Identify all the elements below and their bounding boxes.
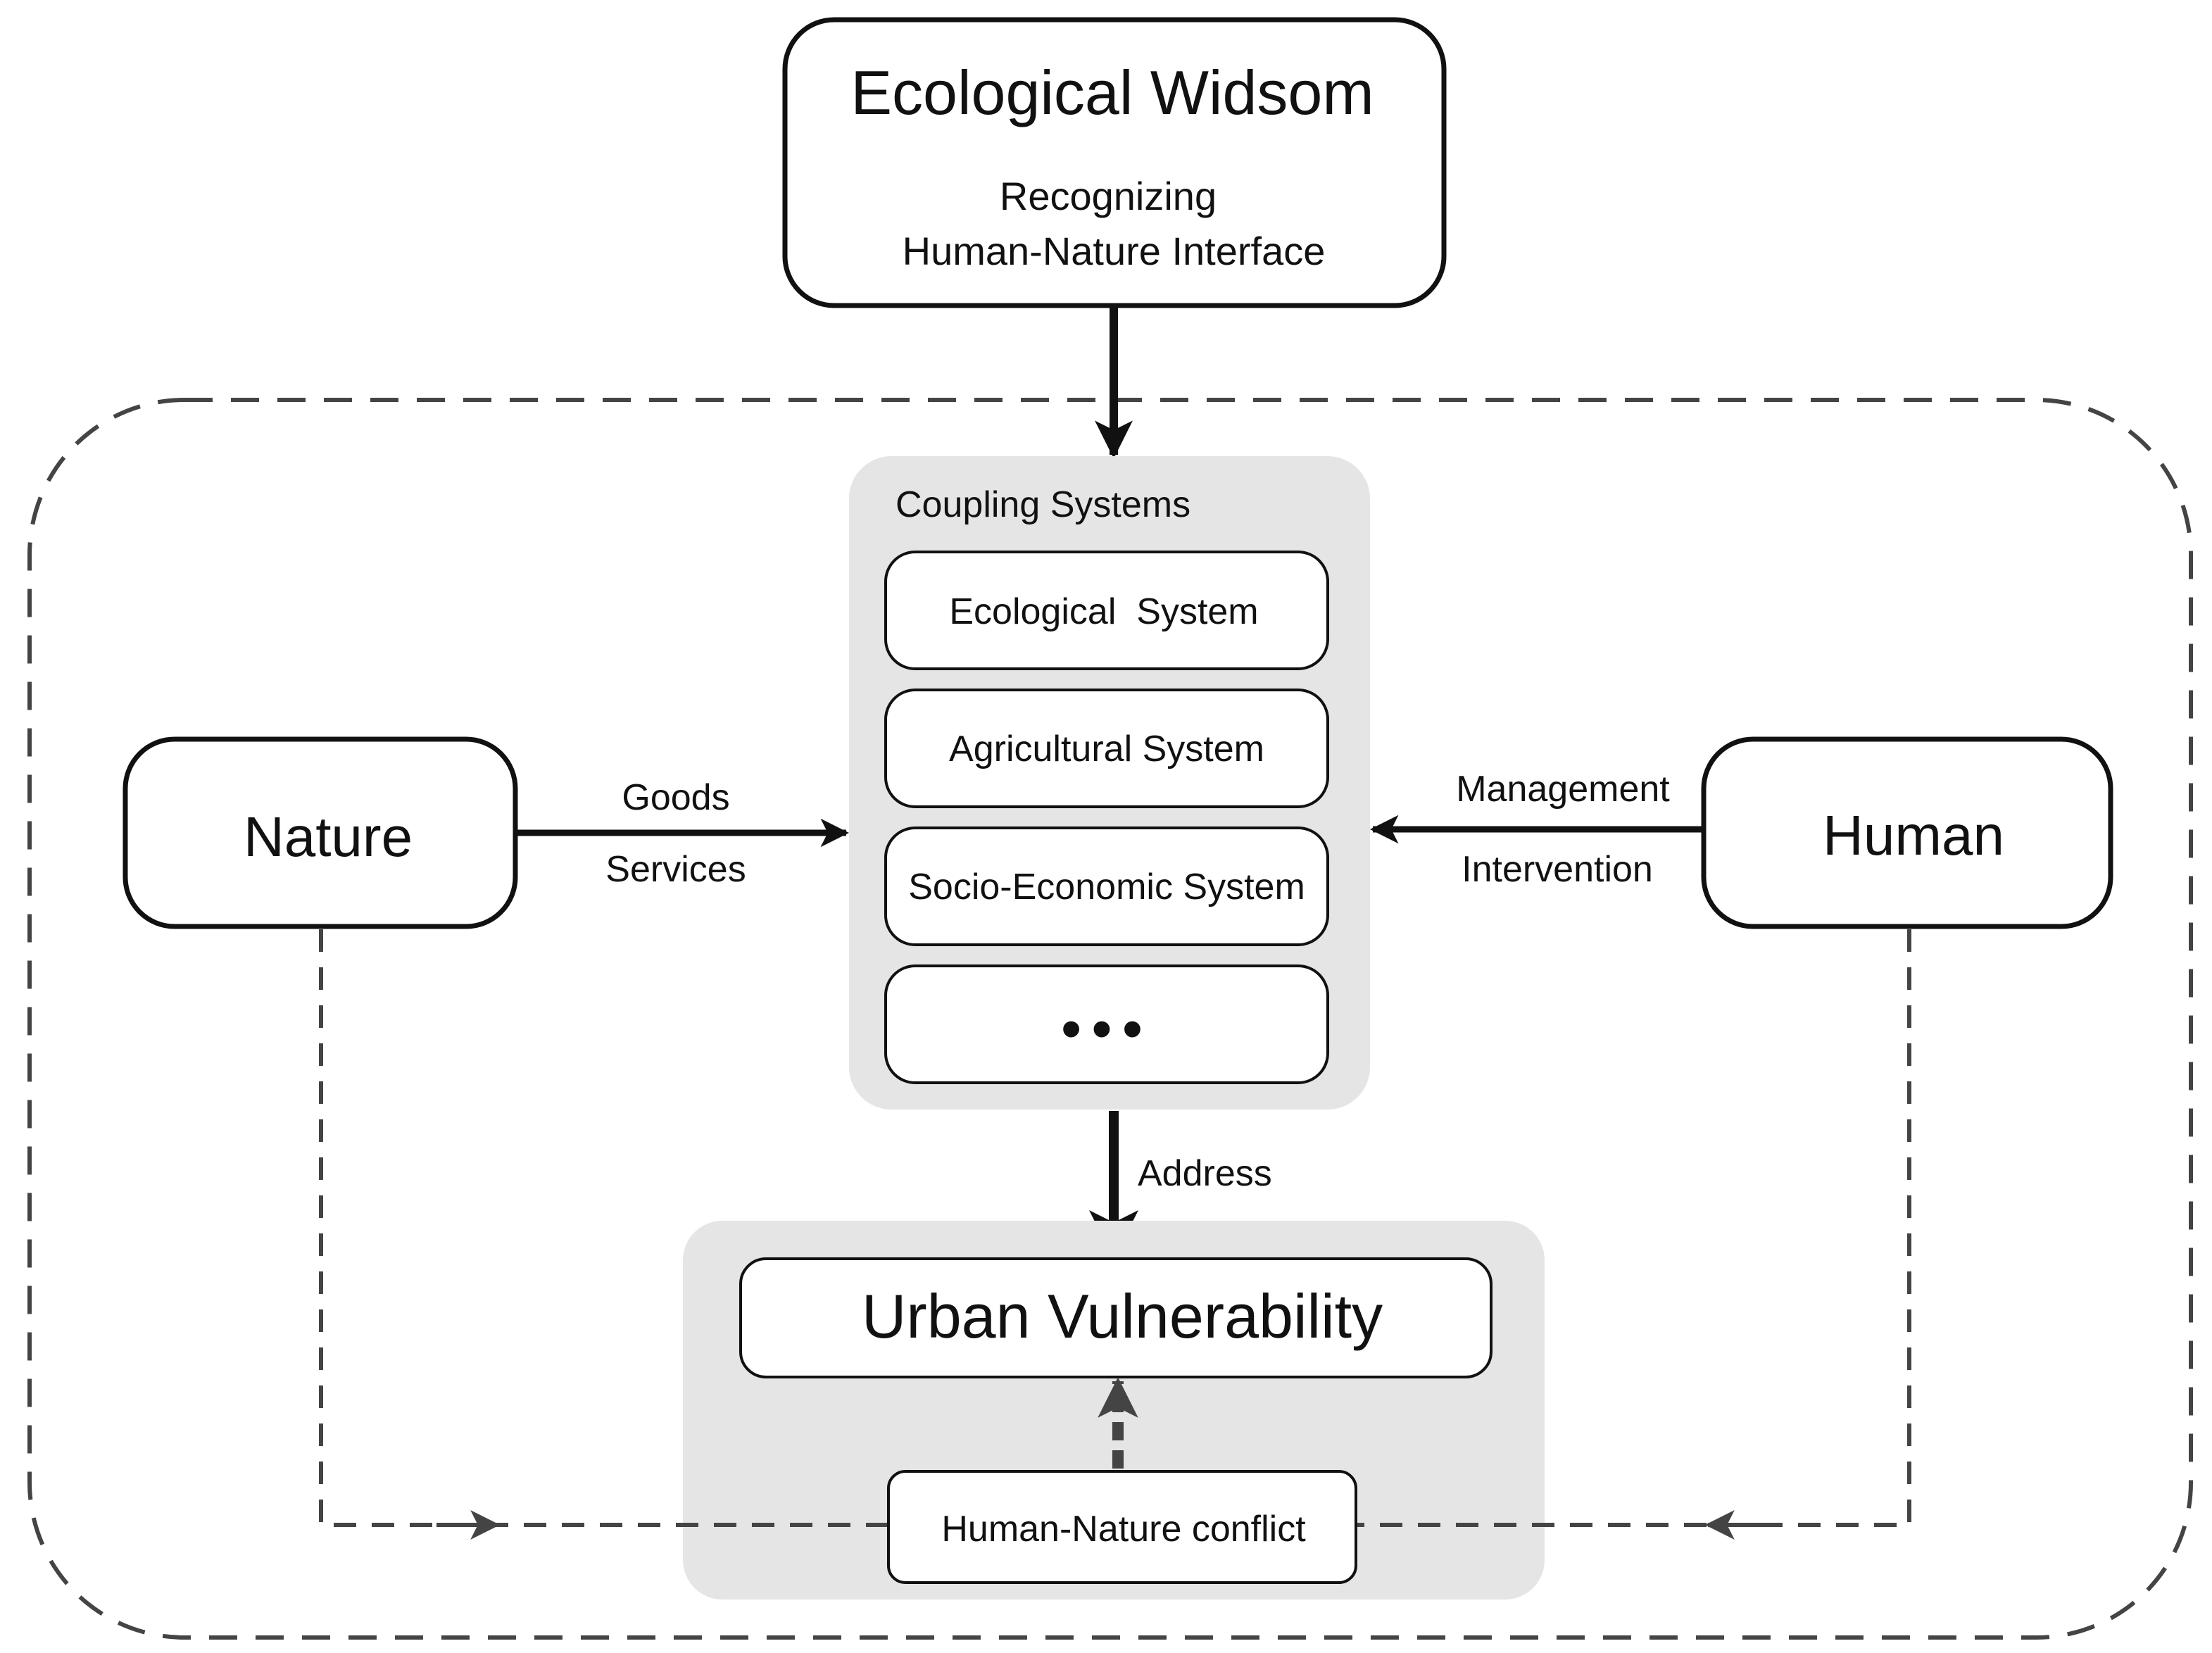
human-label: Human: [1823, 804, 2004, 867]
address-label: Address: [1138, 1153, 1272, 1194]
system-boundary: [27, 398, 2193, 1640]
human-nature-conflict-label: Human-Nature conflict: [941, 1509, 1306, 1550]
agricultural-system-box: [884, 689, 1329, 808]
human-nature-conflict-box: [887, 1470, 1357, 1584]
urban-vulnerability-label: Urban Vulnerability: [862, 1281, 1383, 1351]
more-systems-box: [884, 964, 1329, 1084]
ecological-system-box: [884, 551, 1329, 670]
services-label: Services: [605, 849, 746, 890]
more-systems-ellipsis: •••: [1061, 995, 1152, 1062]
goods-label: Goods: [622, 777, 729, 818]
human-box: [1701, 736, 2113, 929]
agricultural-system-label: Agricultural System: [949, 729, 1264, 769]
socio-economic-system-box: [884, 826, 1329, 946]
ecological-wisdom-subtitle-1: Recognizing: [1000, 174, 1217, 218]
ecological-system-label: Ecological System: [949, 591, 1258, 632]
socio-economic-system-label: Socio-Economic System: [908, 867, 1305, 907]
ecological-wisdom-subtitle-2: Human-Nature Interface: [903, 229, 1326, 273]
urban-vulnerability-box: [739, 1257, 1493, 1378]
nature-to-conflict-path: [319, 929, 888, 1527]
management-label: Management: [1456, 769, 1670, 810]
coupling-systems-label: Coupling Systems: [896, 484, 1190, 525]
ecological-wisdom-title: Ecological Widsom: [850, 58, 1374, 127]
intervention-label: Intervention: [1462, 849, 1653, 890]
nature-label: Nature: [244, 805, 413, 868]
human-to-conflict-path: [1356, 929, 1911, 1527]
